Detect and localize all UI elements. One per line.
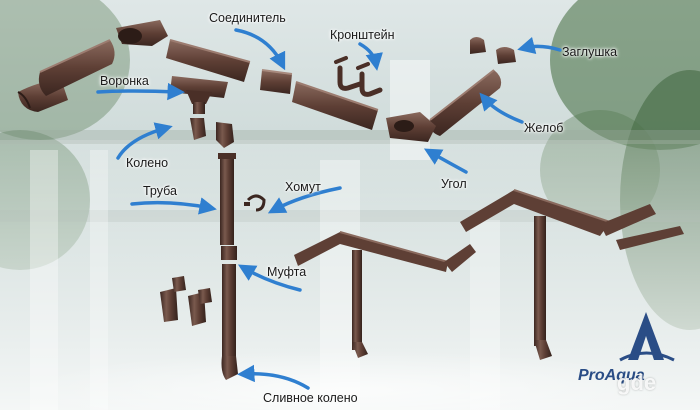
gutter-section-right [429, 69, 502, 136]
arrow-bracket [358, 42, 383, 71]
drain-elbow-part [221, 356, 238, 380]
label-bracket: Кронштейн [330, 28, 395, 42]
label-corner: Угол [441, 177, 467, 191]
gutter-section-top-left [38, 39, 115, 96]
brand-name: ProAqua [578, 367, 645, 384]
label-elbow: Колено [126, 156, 169, 170]
label-drain-elbow: Сливное колено [263, 391, 358, 405]
pipe-tee-part [160, 276, 212, 326]
arrow-corner [423, 148, 468, 174]
arrow-pipe [130, 197, 217, 215]
callout-arrows [96, 28, 562, 390]
label-pipe: Труба [143, 184, 177, 198]
downpipe-part [218, 153, 236, 356]
proaqua-logo-icon [619, 312, 675, 362]
label-gutter: Желоб [524, 121, 564, 135]
pipe-coupling-part [221, 246, 237, 260]
arrow-drain-elbow [237, 364, 310, 390]
label-coupling: Муфта [267, 265, 307, 279]
pipe-clamp-part [244, 194, 266, 212]
assembled-gutter-system-large [460, 189, 684, 360]
arrow-joiner [234, 28, 286, 71]
label-joiner: Соединитель [209, 11, 286, 25]
pipe-elbow-part [190, 118, 234, 148]
arrow-elbow [116, 122, 173, 160]
arrow-coupling [237, 264, 302, 292]
brand-watermark: gde [617, 370, 657, 395]
arrow-gutter [479, 92, 524, 124]
label-cap: Заглушка [562, 45, 618, 59]
arrow-clamp [267, 186, 342, 214]
label-funnel: Воронка [100, 74, 149, 88]
label-clamp: Хомут [285, 180, 321, 194]
gutter-section-center [166, 39, 251, 82]
gutter-section-long [292, 81, 379, 130]
assembled-gutter-system-small [294, 231, 476, 358]
gutter-end-cap-part [470, 37, 516, 64]
gutter-joiner-part [260, 69, 293, 94]
arrow-cap [517, 36, 562, 54]
arrow-funnel [96, 82, 185, 101]
gutter-corner-top [116, 20, 168, 46]
gutter-outer-corner-part [386, 112, 436, 142]
